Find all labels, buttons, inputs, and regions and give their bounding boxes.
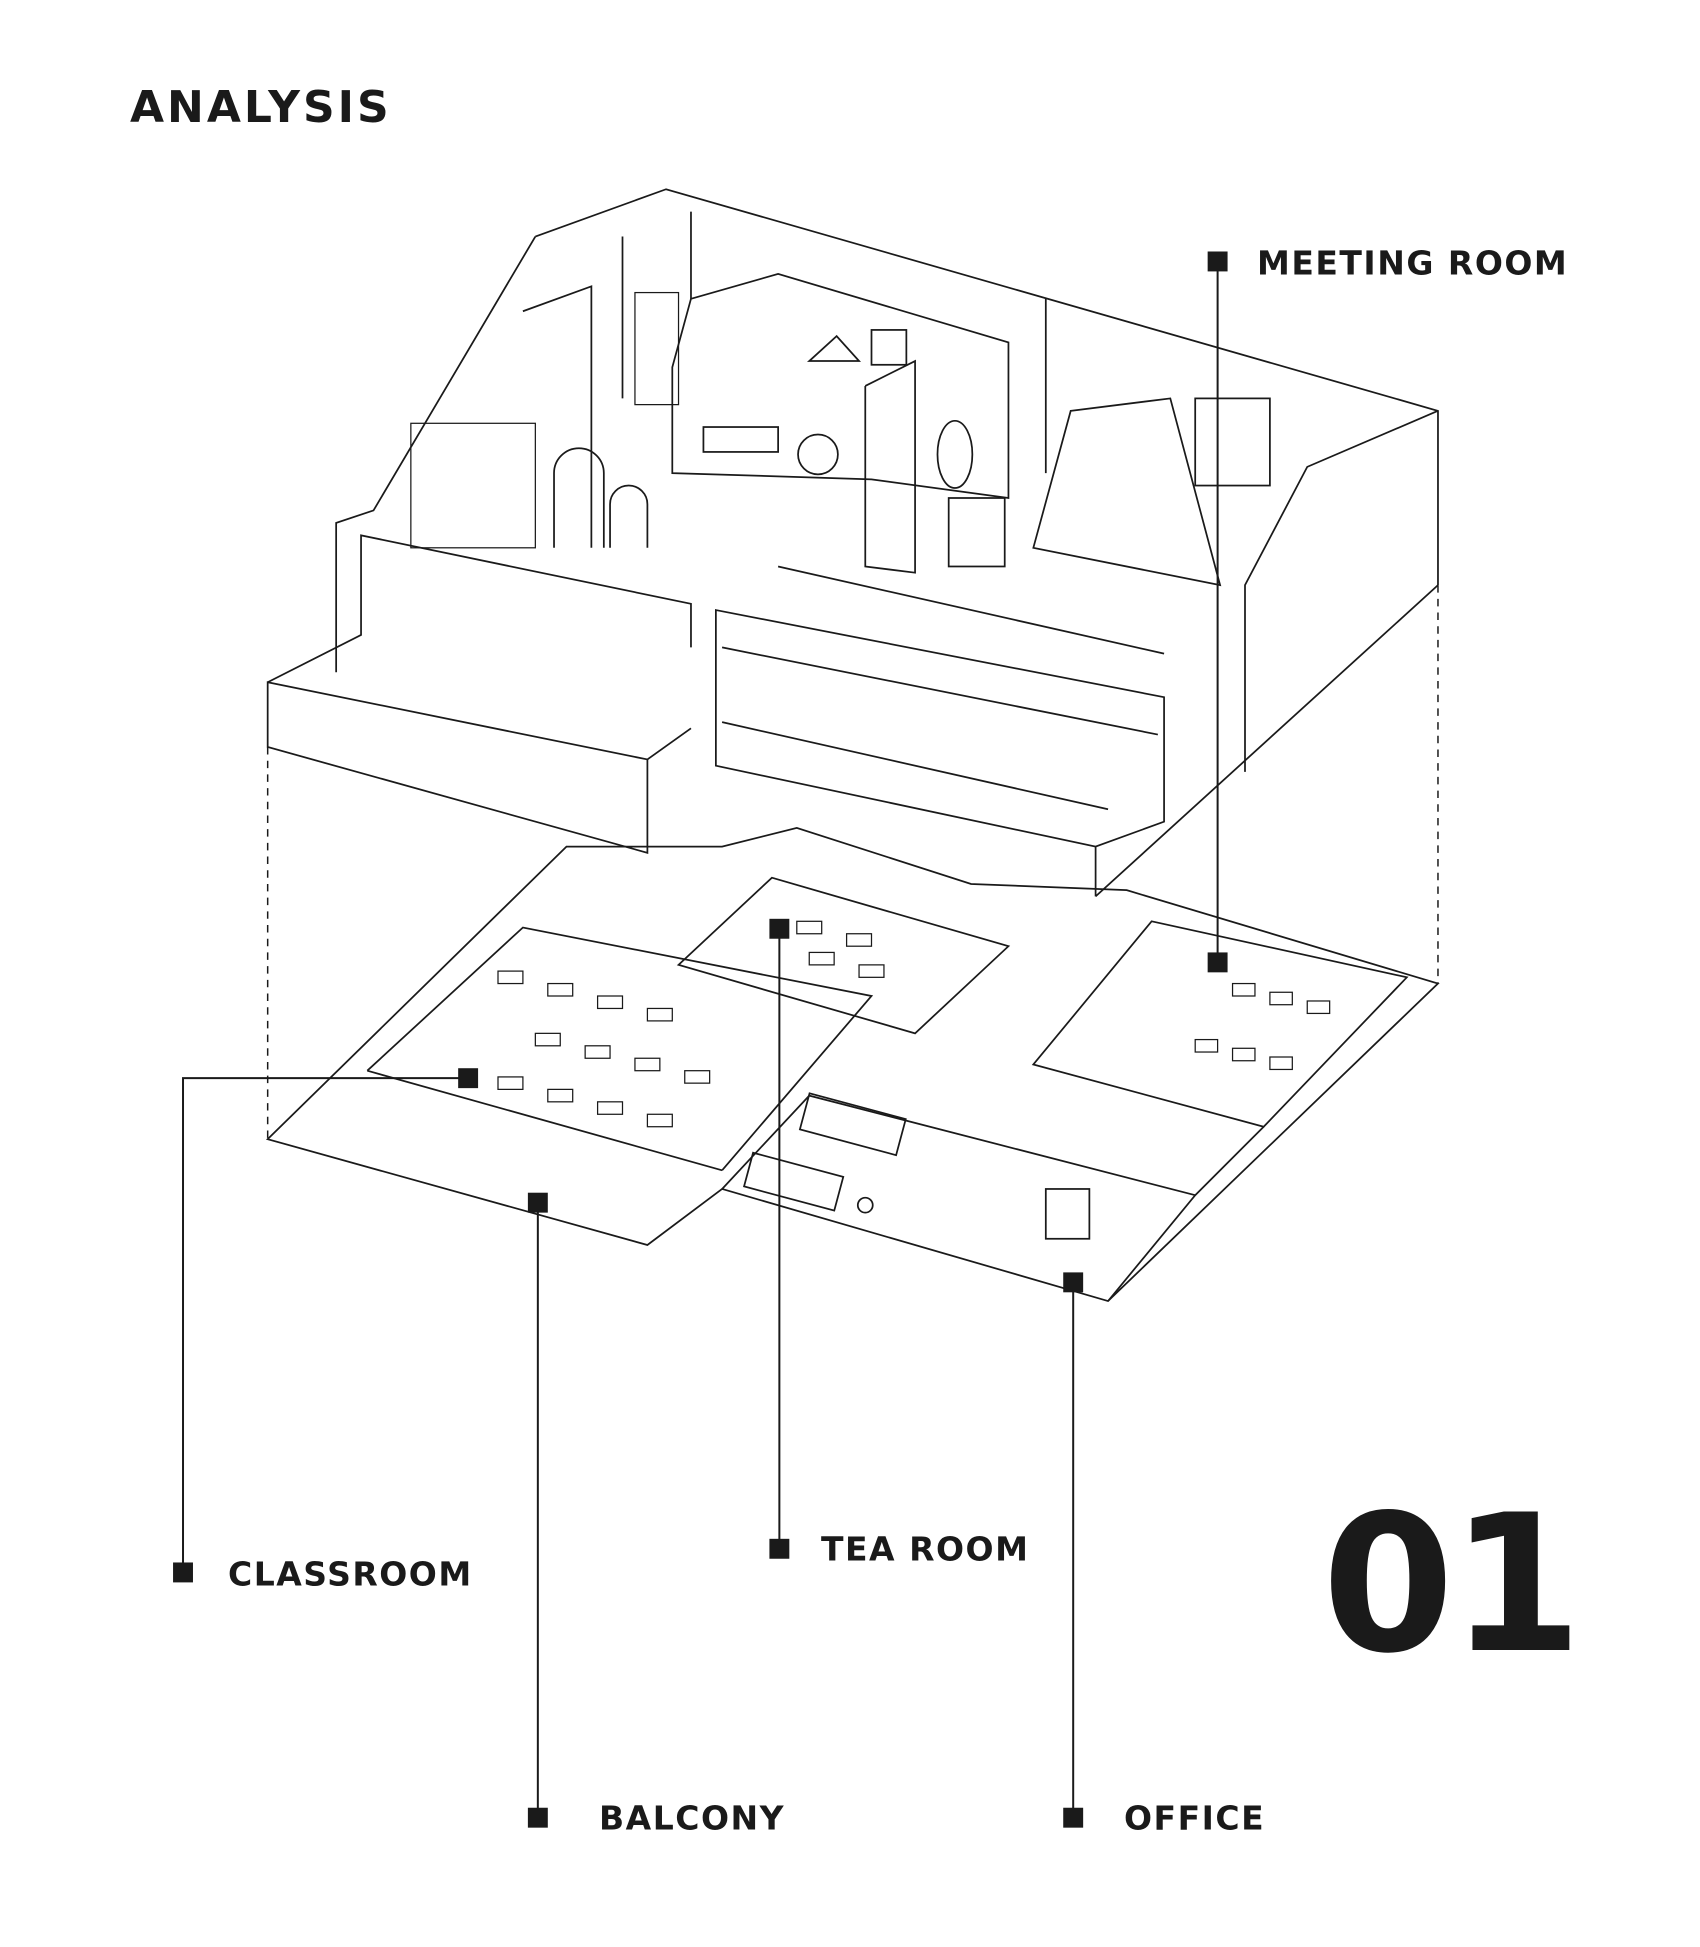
upper-floor bbox=[266, 188, 1439, 898]
sheet-number: 01 bbox=[1322, 1474, 1582, 1695]
leader-markers bbox=[173, 251, 1228, 1828]
label-office: OFFICE bbox=[1124, 1798, 1266, 1838]
projection-lines bbox=[266, 585, 1439, 1140]
page-title: ANALYSIS bbox=[130, 82, 392, 133]
label-tea-room: TEA ROOM bbox=[821, 1529, 1030, 1569]
label-balcony: BALCONY bbox=[599, 1798, 786, 1838]
leader-lines bbox=[182, 261, 1219, 1818]
label-meeting-room: MEETING ROOM bbox=[1257, 243, 1569, 283]
ground-floor-plan bbox=[265, 827, 1440, 1303]
label-classroom: CLASSROOM bbox=[228, 1554, 473, 1594]
